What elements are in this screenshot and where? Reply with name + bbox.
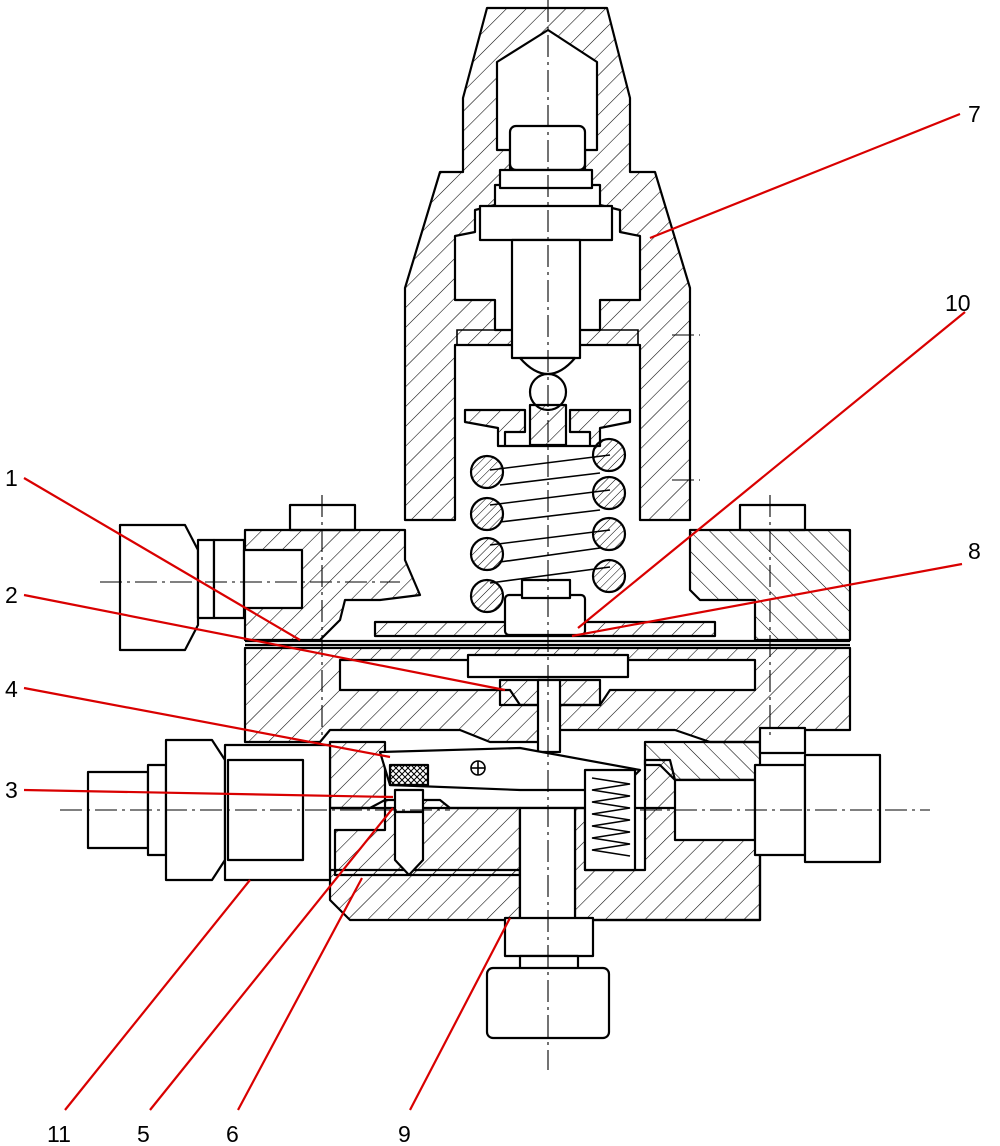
- leader-4: [23, 686, 391, 759]
- callout-4: 4: [5, 676, 18, 702]
- lower-inlet-fitting: [86, 738, 332, 882]
- leader-2: [23, 593, 506, 692]
- callout-1: 1: [5, 465, 18, 491]
- leader-7: [649, 112, 961, 240]
- callout-11: 11: [47, 1121, 71, 1146]
- callout-labels: 1 2 3 4 5 6 7 8 9 10 11: [5, 101, 981, 1146]
- leader-10: [577, 311, 966, 629]
- callout-7: 7: [968, 101, 981, 127]
- callout-5: 5: [137, 1121, 150, 1146]
- orifice-nozzle: [393, 788, 425, 877]
- leader-8: [571, 562, 963, 638]
- leader-3: [23, 788, 394, 799]
- callout-9: 9: [398, 1121, 411, 1146]
- leader-1: [23, 477, 301, 641]
- callout-3: 3: [5, 777, 18, 803]
- adjusting-screw: [478, 124, 614, 412]
- leader-11: [64, 879, 251, 1111]
- callout-10: 10: [945, 290, 971, 316]
- upper-inlet-fitting: [118, 523, 304, 652]
- callout-2: 2: [5, 582, 18, 608]
- leader-9: [409, 917, 511, 1111]
- callout-8: 8: [968, 538, 981, 564]
- relief-spring: [583, 768, 637, 872]
- leader-lines: [23, 112, 966, 1111]
- leader-5: [149, 807, 394, 1111]
- leader-6: [237, 877, 363, 1111]
- main-spring: [469, 437, 627, 614]
- callout-6: 6: [226, 1121, 239, 1146]
- center-lines: [60, 0, 930, 1070]
